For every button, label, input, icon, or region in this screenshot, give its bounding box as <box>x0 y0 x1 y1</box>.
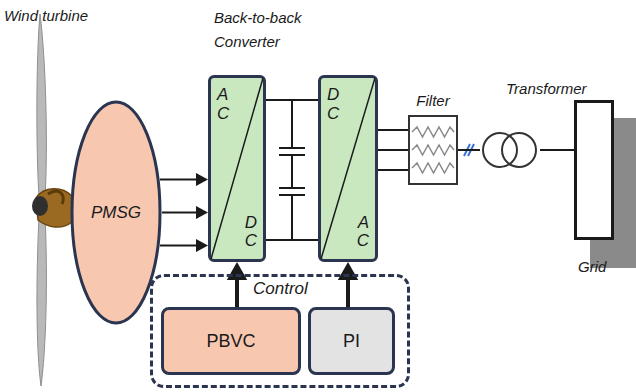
node-box: PBVC <box>161 307 301 375</box>
wire <box>378 169 408 171</box>
node-filter: Filter <box>400 92 466 187</box>
diagonal-line <box>321 78 375 259</box>
wire <box>346 279 350 307</box>
turbine-blade <box>37 216 46 386</box>
resistor-symbol <box>412 145 454 155</box>
wire <box>235 279 239 307</box>
wire <box>378 129 408 131</box>
converter-output-label: AC <box>352 214 369 251</box>
controller-label: PBVC <box>206 331 255 352</box>
resistor-symbol <box>412 127 454 137</box>
connector <box>338 262 358 307</box>
pmsg-ellipse <box>72 102 160 323</box>
arrow-head <box>227 262 247 280</box>
connector <box>227 262 247 307</box>
connector <box>266 100 318 101</box>
transformer-winding <box>483 133 517 167</box>
filter-label: Filter <box>400 92 466 109</box>
filter-resistors <box>410 117 456 183</box>
connector <box>540 150 574 151</box>
machine-label: PMSG <box>91 203 141 223</box>
node-ellipse: PMSG <box>70 100 162 325</box>
converter-output-label: DC <box>240 214 257 251</box>
transformer-label: Transformer <box>506 80 587 97</box>
grid-box <box>574 100 614 240</box>
wire <box>162 212 197 214</box>
connector <box>378 130 408 170</box>
dc-link-capacitors <box>266 100 318 240</box>
arrow-head <box>338 262 358 280</box>
group-heading: Control <box>253 279 308 299</box>
transformer-winding <box>502 133 536 167</box>
wire <box>458 149 480 151</box>
controller-label: PI <box>343 331 360 352</box>
node-box: PI <box>308 307 395 375</box>
resistor-symbol <box>412 163 454 173</box>
node-conv: DC AC <box>318 75 378 262</box>
node-grid: Grid <box>572 100 624 290</box>
diagonal-line <box>211 78 263 259</box>
rotation-arrow <box>48 191 63 204</box>
converter-input-label: DC <box>327 86 344 123</box>
wire <box>266 99 318 101</box>
turbine-hub <box>32 196 48 216</box>
wire <box>160 245 197 247</box>
node-conv: AC DC <box>208 75 266 262</box>
connector <box>458 150 480 151</box>
wire <box>378 149 408 151</box>
annotation-label: Wind turbine <box>4 4 144 28</box>
node-group: ControlPBVC PI <box>150 274 410 388</box>
annotation-label: Back-to-back Converter <box>214 6 324 54</box>
converter-input-label: AC <box>217 86 234 123</box>
transformer-symbol <box>480 130 540 170</box>
filter-box <box>408 115 458 185</box>
wire <box>540 149 574 151</box>
grid-label: Grid <box>578 258 606 275</box>
arrow-head <box>196 173 208 186</box>
connector <box>160 173 208 252</box>
wire <box>160 179 197 181</box>
arrow-head <box>196 206 208 219</box>
arrow-head <box>196 239 208 252</box>
turbine-blade <box>37 14 47 196</box>
